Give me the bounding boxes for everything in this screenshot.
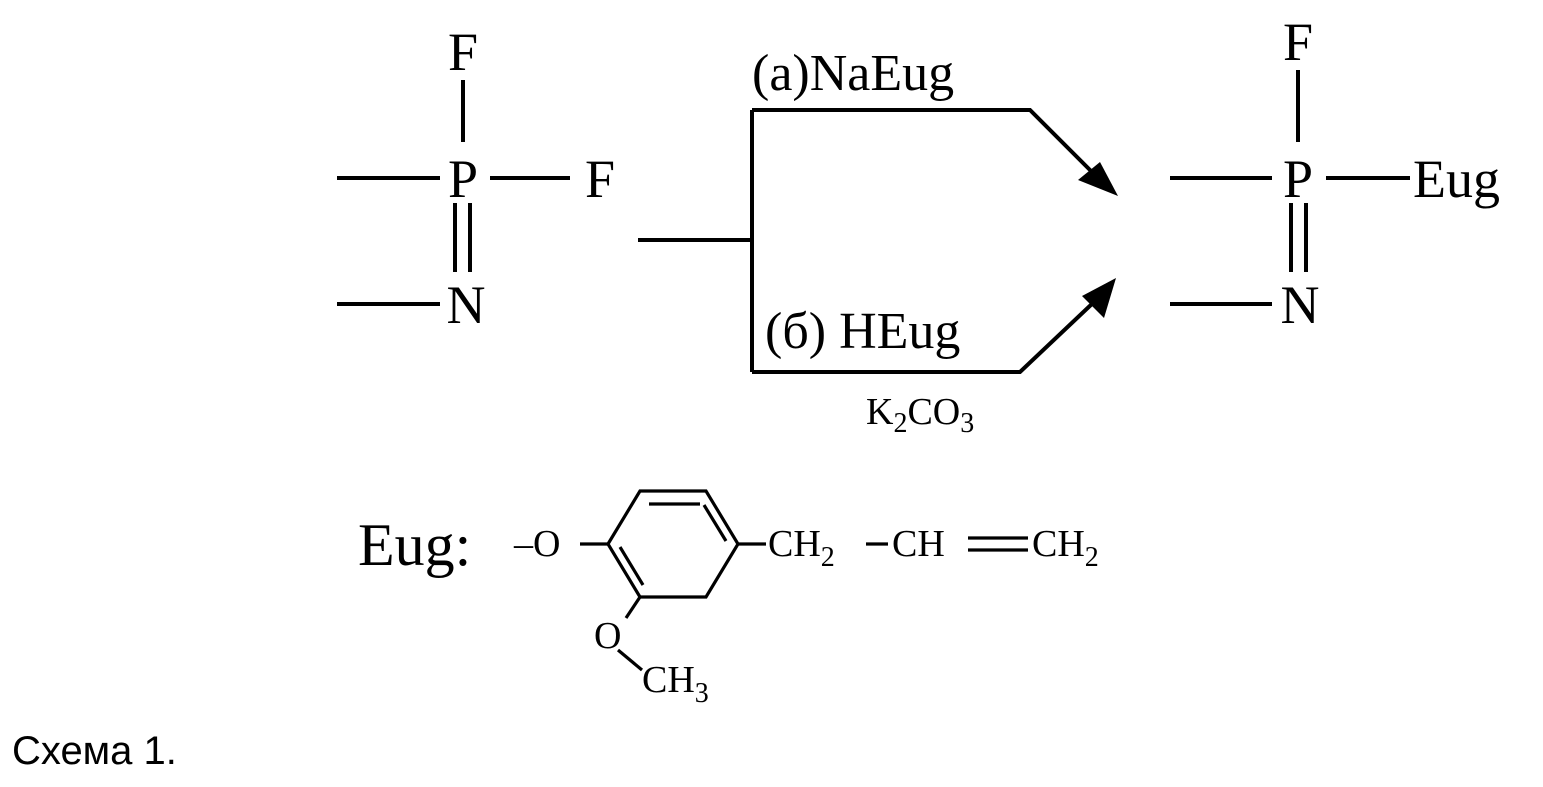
- reagent-carbonate-subscript: 3: [960, 408, 974, 439]
- eugenol-label: Eug:: [358, 512, 471, 578]
- route-b-condition: (б) HEug: [765, 303, 960, 360]
- eugenol-definition: Eug: –O CH2 CH CH2 O CH3: [358, 489, 1099, 709]
- ring-inner-double-bond-left: [618, 546, 645, 586]
- route-b-reagent: K2CO3: [866, 391, 974, 439]
- allyl-ch: CH: [892, 523, 945, 565]
- reactant-structure: F P F N: [337, 22, 615, 335]
- methoxy-oxygen: O: [594, 615, 621, 657]
- allyl-ch2-terminal: CH2: [1032, 523, 1099, 573]
- product-phosphorus: P: [1283, 149, 1313, 209]
- reactant-top-fluorine: F: [448, 22, 478, 82]
- reactant-phosphorus: P: [448, 149, 478, 209]
- route-b-arrowhead: [1082, 278, 1116, 318]
- product-nitrogen: N: [1281, 275, 1320, 335]
- route-b-arrow-line: [752, 300, 1096, 374]
- methoxy-methyl-bond: [616, 648, 644, 672]
- ring-methoxy-bond: [624, 596, 642, 619]
- eugenol-oxygen: –O: [513, 523, 560, 565]
- reactant-right-fluorine: F: [585, 149, 615, 209]
- product-eug-group: Eug: [1413, 149, 1500, 209]
- reagent-potassium: K: [866, 391, 894, 433]
- product-structure: F P Eug N: [1170, 12, 1500, 335]
- route-a-arrow-line: [752, 108, 1094, 174]
- benzene-ring: [606, 489, 740, 599]
- scheme-caption: Схема 1.: [12, 729, 177, 773]
- methoxy-methyl: CH3: [642, 659, 709, 709]
- ring-inner-double-bond-right: [702, 504, 728, 542]
- allyl-ch2-first: CH2: [768, 523, 835, 573]
- reactant-nitrogen: N: [447, 275, 486, 335]
- reaction-arrows: [638, 108, 1118, 374]
- reagent-potassium-subscript: 2: [893, 408, 907, 439]
- route-a-condition: (a)NaEug: [752, 45, 954, 102]
- product-top-fluorine: F: [1283, 12, 1313, 72]
- reagent-carbonate: CO: [907, 391, 960, 433]
- route-a-arrowhead: [1078, 162, 1118, 196]
